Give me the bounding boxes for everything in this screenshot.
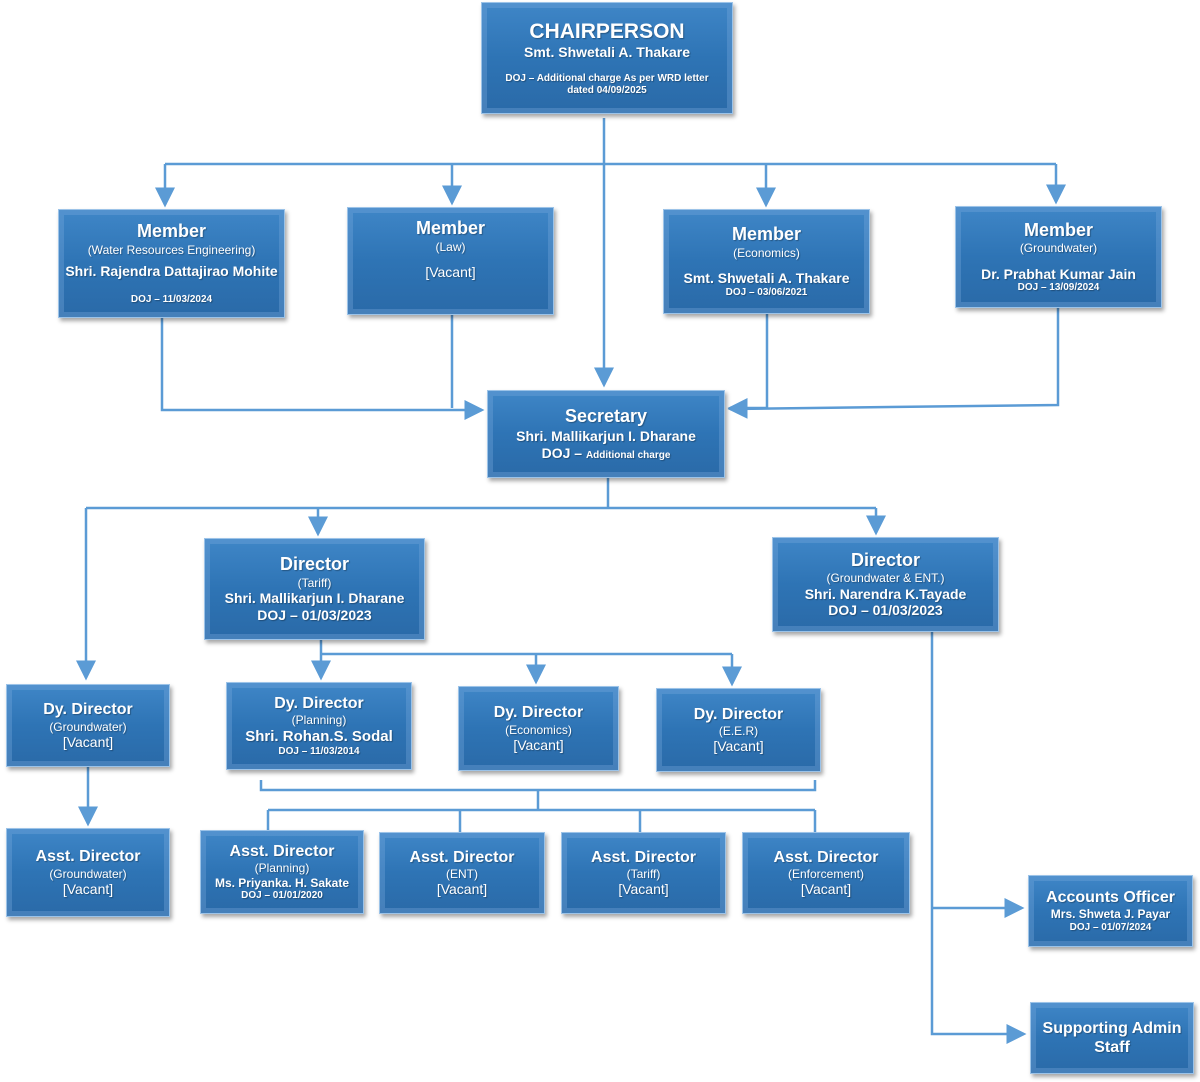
box-title: Accounts Officer <box>1046 889 1175 907</box>
box-dept: (Enforcement) <box>787 867 865 881</box>
box-name: [Vacant] <box>436 881 488 898</box>
box-name: [Vacant] <box>62 733 114 750</box>
box-dept: (Groundwater) <box>1019 241 1098 256</box>
director-tariff-box: Director (Tariff) Shri. Mallikarjun I. D… <box>204 538 425 640</box>
box-title: CHAIRPERSON <box>529 20 685 43</box>
box-title: Secretary <box>564 406 648 427</box>
chairperson-box: CHAIRPERSON Smt. Shwetali A. Thakare DOJ… <box>481 2 733 114</box>
box-title: Dy. Director <box>693 705 784 723</box>
box-dept: (Tariff) <box>297 575 332 590</box>
dy-director-economics-box: Dy. Director (Economics) [Vacant] <box>458 686 619 771</box>
box-title: Director <box>850 549 921 570</box>
director-groundwater-box: Director (Groundwater & ENT.) Shri. Nare… <box>772 537 999 632</box>
box-name: [Vacant] <box>425 263 476 280</box>
box-dept: (Groundwater) <box>49 866 127 881</box>
box-dept: (Law) <box>435 239 466 254</box>
box-doj: DOJ – 11/03/2014 <box>278 745 360 757</box>
box-doj: Additional charge <box>585 449 671 461</box>
box-dept: (Tariff) <box>626 867 661 881</box>
box-doj: DOJ – 01/03/2023 <box>828 602 943 619</box>
box-name: Shri. Mallikarjun I. Dharane <box>224 590 405 607</box>
box-dept: (Economics) <box>505 722 572 737</box>
box-doj: DOJ – 01/01/2020 <box>241 889 323 901</box>
box-doj: DOJ – 01/03/2023 <box>257 606 372 623</box>
box-dept: (Planning) <box>254 861 310 876</box>
box-name: [Vacant] <box>513 736 564 753</box>
box-title: Member <box>1023 219 1094 240</box>
supporting-admin-staff-box: Supporting Admin Staff <box>1030 1002 1194 1074</box>
member-wre-box: Member (Water Resources Engineering) Shr… <box>58 209 285 318</box>
box-title: Asst. Director <box>773 848 879 866</box>
box-name: Shri. Rajendra Dattajirao Mohite <box>65 263 278 280</box>
box-name: [Vacant] <box>800 881 852 898</box>
box-dept: (Planning) <box>291 713 347 728</box>
asst-director-ent-box: Asst. Director (ENT) [Vacant] <box>379 832 545 914</box>
box-title: Member <box>136 221 207 242</box>
dy-director-planning-box: Dy. Director (Planning) Shri. Rohan.S. S… <box>226 682 412 770</box>
box-title: Dy. Director <box>493 704 584 722</box>
box-doj: DOJ – 03/06/2021 <box>725 286 808 298</box>
box-title: Asst. Director <box>591 848 696 866</box>
member-law-box: Member (Law) [Vacant] <box>347 207 554 315</box>
box-dept: (E.E.R) <box>718 724 759 738</box>
box-title: Director <box>279 554 350 575</box>
box-dept: (Economics) <box>733 245 800 260</box>
asst-director-enforcement-box: Asst. Director (Enforcement) [Vacant] <box>742 832 910 914</box>
box-doj: DOJ – 13/09/2024 <box>1017 282 1100 294</box>
box-name: [Vacant] <box>62 880 114 897</box>
box-name: Shri. Mallikarjun I. Dharane <box>516 427 696 444</box>
box-title: Dy. Director <box>43 701 133 719</box>
asst-director-tariff-box: Asst. Director (Tariff) [Vacant] <box>561 832 726 914</box>
dy-director-groundwater-box: Dy. Director (Groundwater) [Vacant] <box>6 684 170 767</box>
box-doj: DOJ – Additional charge As per WRD lette… <box>505 72 709 96</box>
box-dept: (Groundwater & ENT.) <box>826 571 945 586</box>
box-title: Dy. Director <box>274 695 364 713</box>
secretary-box: Secretary Shri. Mallikarjun I. Dharane D… <box>487 390 725 478</box>
asst-director-groundwater-box: Asst. Director (Groundwater) [Vacant] <box>6 828 170 917</box>
accounts-officer-box: Accounts Officer Mrs. Shweta J. Payar DO… <box>1028 875 1193 947</box>
box-title: Asst. Director <box>35 848 141 866</box>
box-dept: (ENT) <box>446 867 478 881</box>
box-name: Mrs. Shweta J. Payar <box>1050 907 1171 922</box>
box-name: Shri. Narendra K.Tayade <box>804 585 967 602</box>
box-title: Member <box>731 224 802 245</box>
dy-director-eer-box: Dy. Director (E.E.R) [Vacant] <box>656 688 821 772</box>
box-name: [Vacant] <box>618 881 669 898</box>
box-name: [Vacant] <box>713 738 764 755</box>
box-title: Member <box>415 218 486 238</box>
box-name: Smt. Shwetali A. Thakare <box>524 44 690 61</box>
box-name: Dr. Prabhat Kumar Jain <box>981 265 1136 282</box>
box-title: Supporting Admin Staff <box>1042 1019 1182 1056</box>
box-doj: DOJ – 01/07/2024 <box>1069 921 1152 933</box>
box-doj: DOJ – 11/03/2024 <box>130 293 213 305</box>
doj-label: DOJ – <box>541 444 583 461</box>
member-economics-box: Member (Economics) Smt. Shwetali A. Thak… <box>663 209 870 314</box>
box-title: Asst. Director <box>409 848 515 866</box>
member-groundwater-box: Member (Groundwater) Dr. Prabhat Kumar J… <box>955 206 1162 308</box>
box-name: Ms. Priyanka. H. Sakate <box>214 875 350 890</box>
box-name: Shri. Rohan.S. Sodal <box>245 727 393 745</box>
asst-director-planning-box: Asst. Director (Planning) Ms. Priyanka. … <box>200 830 364 914</box>
box-dept: (Groundwater) <box>49 719 127 734</box>
box-title: Asst. Director <box>229 843 335 861</box>
brace <box>259 780 817 810</box>
box-name: Smt. Shwetali A. Thakare <box>683 270 850 287</box>
box-dept: (Water Resources Engineering) <box>87 242 256 257</box>
